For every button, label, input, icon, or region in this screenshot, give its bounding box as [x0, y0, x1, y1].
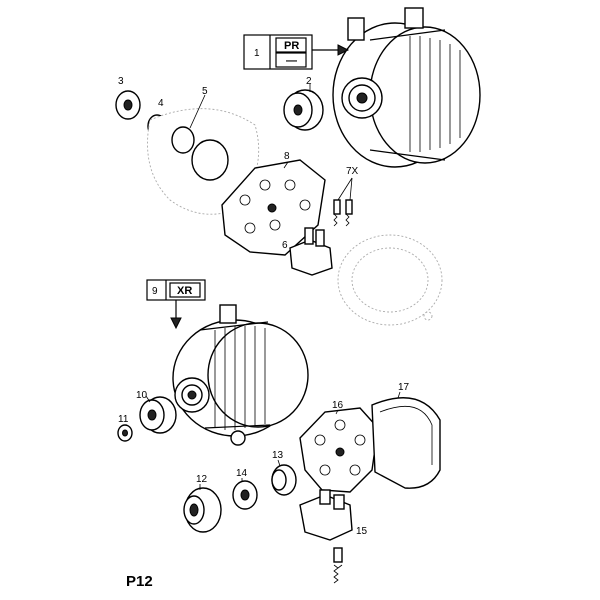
part-16-rectifier: 16	[299, 400, 379, 493]
part-2-pulley: 2	[283, 76, 324, 131]
part-7x-brushes: 7X	[333, 166, 359, 227]
part-13-ring: 13	[271, 450, 297, 496]
callout-2: 2	[306, 76, 312, 87]
callout-10: 10	[136, 390, 148, 401]
callout-5: 5	[202, 86, 208, 97]
variant-sub-pr: —	[286, 55, 297, 67]
callout-13: 13	[272, 450, 284, 461]
part-6-regulator: 6	[282, 227, 333, 276]
part-15-regulator: 15	[299, 489, 368, 584]
alternator-pr-assembly	[332, 7, 481, 168]
callout-15: 15	[356, 526, 368, 537]
variant-code-xr: XR	[177, 285, 192, 297]
callout-16: 16	[332, 400, 344, 411]
callout-4: 4	[158, 98, 164, 109]
part-17-rear-cover: 17	[371, 382, 441, 489]
part-12-bearing: 12	[183, 474, 222, 533]
callout-8: 8	[284, 151, 290, 162]
page-label: P12	[126, 573, 153, 590]
callout-14: 14	[236, 468, 248, 479]
variant-box-ref-1: 1	[254, 48, 260, 59]
part-3-bearing: 3	[115, 76, 141, 120]
ghost-rear-cover	[337, 234, 443, 326]
callout-11: 11	[118, 414, 129, 425]
alternator-xr-assembly	[172, 304, 309, 446]
callout-6: 6	[282, 240, 288, 251]
part-11-nut: 11	[117, 414, 133, 442]
callout-3: 3	[118, 76, 124, 87]
variant-box-pr: 1 PR —	[243, 34, 350, 70]
part-10-pulley: 10	[136, 390, 177, 434]
variant-box-xr: 9 XR	[146, 279, 206, 330]
part-8-rectifier: 8	[221, 151, 326, 256]
variant-code-pr: PR	[284, 40, 299, 52]
variant-box-ref-9: 9	[152, 286, 158, 297]
callout-12: 12	[196, 474, 208, 485]
callout-17: 17	[398, 382, 410, 393]
part-14-bearing: 14	[232, 468, 258, 510]
callout-7x: 7X	[346, 166, 359, 177]
